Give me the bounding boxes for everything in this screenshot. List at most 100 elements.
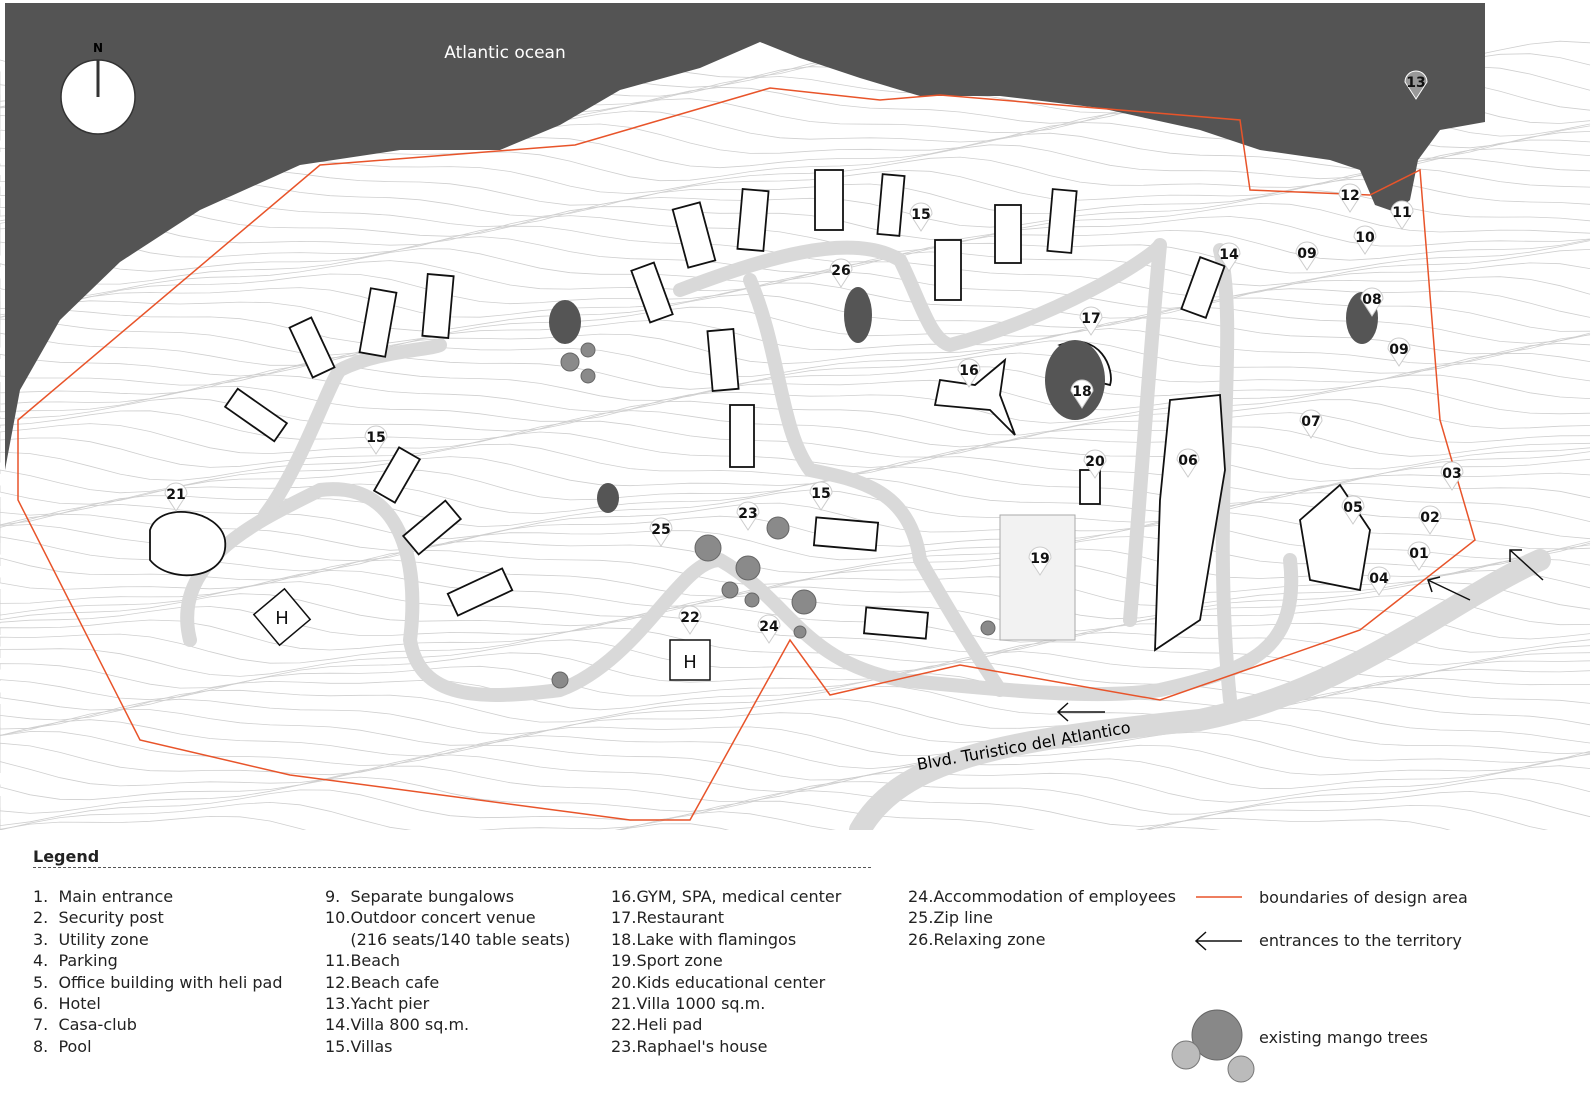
location-marker[interactable]: 14 [1217, 242, 1241, 272]
contour-line [29, 823, 1222, 830]
contour-line [0, 731, 1591, 770]
building [630, 261, 674, 324]
legend-item: 20.Kids educational center [611, 972, 826, 992]
building [446, 567, 514, 617]
roads [180, 238, 1551, 830]
key-trees-label: existing mango trees [1259, 1028, 1428, 1047]
legend-item: 10.Outdoor concert venue [325, 908, 536, 928]
marker-label: 22 [680, 610, 699, 626]
gym-spa-building [933, 357, 1016, 436]
location-marker[interactable]: 09 [1295, 241, 1319, 271]
contour-line [0, 306, 1591, 344]
location-marker[interactable]: 15 [809, 481, 833, 511]
marker-label: 15 [366, 430, 385, 446]
location-marker[interactable]: 08 [1360, 287, 1384, 317]
mango-trees [551, 342, 996, 689]
building [994, 204, 1022, 264]
building [729, 404, 755, 468]
location-marker[interactable]: 19 [1028, 546, 1052, 576]
location-marker[interactable]: 03 [1440, 461, 1464, 491]
building [706, 328, 740, 392]
hotel-building [1154, 394, 1226, 652]
contour-line [0, 317, 1591, 356]
legend-item: 24.Accommodation of employees [908, 887, 1176, 906]
location-marker[interactable]: 05 [1341, 495, 1365, 525]
location-marker[interactable]: 01 [1407, 541, 1431, 571]
contour-line [0, 742, 1591, 781]
contour-line [0, 615, 1591, 653]
location-marker[interactable]: 24 [757, 614, 781, 644]
contour-line [0, 811, 1451, 830]
lakes [549, 287, 1378, 513]
north-label: N [93, 41, 103, 55]
mango-tree [766, 516, 790, 540]
location-markers: 13 12 11 10 09 14 08 15 26 17 16 18 09 07 06 20 03 05 02 01… [164, 70, 1464, 644]
location-marker[interactable]: 18 [1070, 379, 1094, 409]
location-marker[interactable]: 07 [1299, 409, 1323, 439]
contour-line [0, 201, 1591, 240]
location-marker[interactable]: 25 [649, 517, 673, 547]
location-marker[interactable]: 15 [364, 425, 388, 455]
location-marker[interactable]: 02 [1418, 505, 1442, 535]
marker-label: 16 [959, 363, 978, 379]
contour-line [0, 431, 1591, 470]
location-marker[interactable]: 09 [1387, 337, 1411, 367]
building [671, 201, 717, 269]
marker-label: 19 [1030, 551, 1049, 567]
location-marker[interactable]: 17 [1079, 306, 1103, 336]
contour-line [0, 236, 1591, 274]
svg-text:H: H [683, 652, 697, 673]
location-marker[interactable]: 15 [909, 202, 933, 232]
contour-line [0, 443, 1591, 482]
contour-line [0, 593, 1591, 632]
marker-label: 26 [831, 263, 850, 279]
legend-item: (216 seats/140 table seats) [325, 929, 571, 949]
location-marker[interactable]: 16 [957, 358, 981, 388]
north-arrow: N [60, 41, 136, 135]
location-marker[interactable]: 21 [164, 482, 188, 512]
legend-divider [33, 867, 871, 868]
marker-label: 25 [651, 522, 670, 538]
marker-label: 18 [1072, 384, 1091, 400]
location-marker[interactable]: 12 [1338, 183, 1362, 213]
contour-line [0, 765, 1591, 803]
key-entrances-label: entrances to the territory [1259, 931, 1462, 950]
marker-label: 14 [1219, 247, 1239, 263]
legend-item: 12.Beach cafe [325, 972, 440, 992]
contour-line [0, 248, 1591, 287]
contour-line [0, 627, 1591, 666]
contour-line [0, 685, 1591, 723]
location-marker[interactable]: 10 [1353, 225, 1377, 255]
contour-line [0, 754, 1591, 793]
marker-label: 03 [1442, 466, 1461, 482]
mango-tree [735, 555, 761, 581]
marker-label: 10 [1355, 230, 1375, 246]
legend-item: 22.Heli pad [611, 1015, 703, 1035]
building [736, 188, 770, 252]
svg-text:H: H [275, 608, 289, 629]
marker-label: 20 [1085, 454, 1105, 470]
legend-item: 11.Beach [325, 951, 401, 971]
legend-item: 15.Villas [325, 1036, 393, 1056]
contour-line [0, 800, 1549, 830]
mango-tree [744, 592, 760, 608]
contour-line [0, 789, 1591, 827]
location-marker[interactable]: 26 [829, 258, 853, 288]
contour-line [0, 340, 1591, 378]
building [401, 499, 463, 556]
marker-label: 15 [911, 207, 930, 223]
location-marker[interactable]: 06 [1176, 448, 1200, 478]
ocean-label: Atlantic ocean [444, 43, 565, 63]
location-marker[interactable]: 20 [1083, 449, 1107, 479]
contour-line [0, 456, 1591, 494]
location-marker[interactable]: 23 [736, 501, 760, 531]
building [863, 606, 929, 640]
contour-line [0, 581, 1591, 620]
location-marker[interactable]: 04 [1367, 566, 1391, 596]
marker-label: 04 [1369, 571, 1389, 587]
location-marker[interactable]: 13 [1404, 70, 1428, 100]
location-marker[interactable]: 22 [678, 605, 702, 635]
location-marker[interactable]: 11 [1390, 200, 1414, 230]
legend-item: 25.Zip line [908, 908, 993, 928]
